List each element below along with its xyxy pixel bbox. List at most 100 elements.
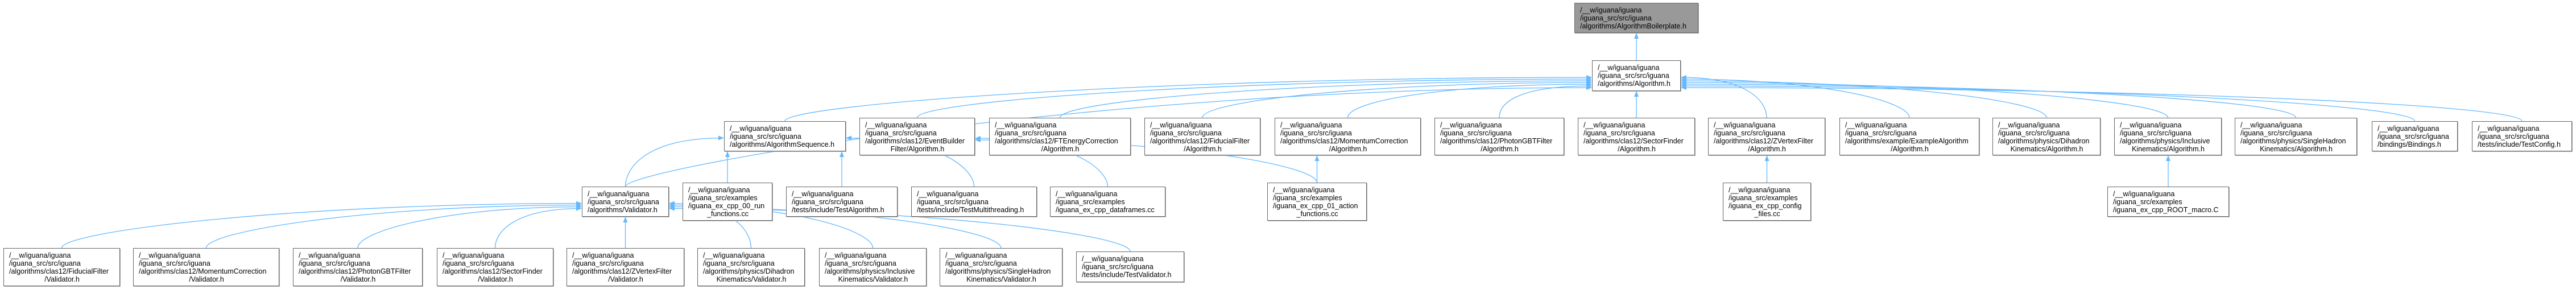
node-label-line: /algorithms/Validator.h — [588, 206, 658, 214]
edge-zvA-to-alg — [1681, 75, 1767, 118]
node-label-line: /tests/include/TestConfig.h — [2478, 141, 2561, 148]
edge-tcfg-to-alg — [1681, 85, 2523, 122]
node-label-line: /__w/iguana/iguana — [2377, 125, 2439, 133]
edge-momV-to-val — [205, 203, 582, 249]
graph-node-incA[interactable]: /__w/iguana/iguana/iguana_src/src/iguana… — [2114, 118, 2222, 155]
graph-node-momV[interactable]: /__w/iguana/iguana/iguana_src/src/iguana… — [133, 248, 279, 286]
node-label-line: /bindings/Bindings.h — [2377, 141, 2441, 148]
node-label-line: /iguana_src/src/iguana — [792, 198, 863, 206]
node-label-line: /iguana_src/src/iguana — [865, 129, 937, 137]
node-label-line: _functions.cc — [707, 210, 749, 218]
node-label-line: /iguana_src/src/iguana — [730, 133, 801, 141]
node-label-line: /iguana_src/src/iguana — [2377, 133, 2449, 141]
node-label-line: /algorithms/clas12/FiducialFilter — [1150, 137, 1250, 145]
node-label-line: /__w/iguana/iguana — [1714, 121, 1776, 129]
node-label-line: /__w/iguana/iguana — [703, 251, 765, 259]
node-label-line: /algorithms/physics/Dihadron — [703, 267, 795, 275]
graph-node-zvA[interactable]: /__w/iguana/iguana/iguana_src/src/iguana… — [1708, 118, 1825, 155]
graph-node-tVal[interactable]: /__w/iguana/iguana/iguana_src/src/iguana… — [1076, 251, 1184, 282]
node-label-line: /iguana_src/src/iguana — [443, 259, 514, 267]
node-label-line: /iguana_src/examples — [1056, 198, 1125, 206]
node-label-line: /__w/iguana/iguana — [1273, 186, 1335, 194]
edge-tVal-to-val — [669, 206, 1131, 252]
graph-node-ftec[interactable]: /__w/iguana/iguana/iguana_src/src/iguana… — [989, 118, 1131, 155]
node-label-line: /__w/iguana/iguana — [2120, 121, 2182, 129]
node-label-line: /algorithms/example/ExampleAlgorithm — [1845, 137, 1969, 145]
edge-fidA-to-alg — [1202, 80, 1592, 118]
node-label-line: /__w/iguana/iguana — [825, 251, 887, 259]
node-label-line: /Validator.h — [608, 275, 643, 283]
edge-shA-to-alg — [1681, 82, 2297, 118]
graph-node-fidA[interactable]: /__w/iguana/iguana/iguana_src/src/iguana… — [1144, 118, 1260, 155]
node-label-line: /iguana_src/src/iguana — [1150, 129, 1222, 137]
node-label-line: /__w/iguana/iguana — [1583, 121, 1645, 129]
edge-phoV-to-val — [357, 204, 582, 249]
node-label-line: /iguana_src/src/iguana — [1082, 263, 1153, 271]
graph-node-tAlg[interactable]: /__w/iguana/iguana/iguana_src/src/iguana… — [786, 187, 898, 217]
graph-node-diA[interactable]: /__w/iguana/iguana/iguana_src/src/iguana… — [1992, 118, 2101, 155]
node-label-line: /iguana_src/src/iguana — [917, 198, 989, 206]
node-label-line: /algorithms/clas12/MomentumCorrection — [139, 267, 267, 275]
node-label-line: /algorithms/clas12/MomentumCorrection — [1280, 137, 1408, 145]
node-label-line: /__w/iguana/iguana — [1082, 255, 1144, 263]
node-label-line: /tests/include/TestMultithreading.h — [917, 206, 1024, 214]
graph-node-dfr[interactable]: /__w/iguana/iguana/iguana_src/examples/i… — [1050, 187, 1165, 217]
node-label-line: /iguana_ex_cpp_config — [1729, 202, 1802, 210]
node-label-line: /Algorithm.h — [1184, 145, 1222, 153]
graph-node-secV[interactable]: /__w/iguana/iguana/iguana_src/src/iguana… — [437, 248, 553, 286]
graph-node-zvV[interactable]: /__w/iguana/iguana/iguana_src/src/iguana… — [567, 248, 684, 286]
node-label-line: /iguana_src/src/iguana — [1998, 129, 2070, 137]
graph-node-tMT[interactable]: /__w/iguana/iguana/iguana_src/src/iguana… — [911, 187, 1037, 217]
edge-fidV-to-val — [61, 201, 582, 249]
graph-node-tcfg[interactable]: /__w/iguana/iguana/iguana_src/src/iguana… — [2472, 121, 2572, 151]
node-label-line: /algorithms/clas12/EventBuilder — [865, 137, 965, 145]
node-label-line: /__w/iguana/iguana — [917, 190, 979, 198]
node-label-line: /tests/include/TestAlgorithm.h — [792, 206, 884, 214]
edge-incA-to-alg — [1681, 80, 2169, 118]
node-label-line: /iguana_src/src/iguana — [1714, 129, 1785, 137]
graph-node-incV[interactable]: /__w/iguana/iguana/iguana_src/src/iguana… — [819, 248, 927, 286]
graph-node-alg[interactable]: /__w/iguana/iguana/iguana_src/src/iguana… — [1592, 60, 1681, 91]
node-label-line: /algorithms/clas12/SectorFinder — [443, 267, 543, 275]
node-label-line: /iguana_src/src/iguana — [572, 259, 644, 267]
node-label-line: /Validator.h — [340, 275, 376, 283]
graph-node-root[interactable]: /__w/iguana/iguana/iguana_src/examples/i… — [2107, 187, 2229, 217]
graph-node-momA[interactable]: /__w/iguana/iguana/iguana_src/src/iguana… — [1275, 118, 1421, 155]
graph-node-shA[interactable]: /__w/iguana/iguana/iguana_src/src/iguana… — [2235, 118, 2357, 155]
node-label-line: Kinematics/Validator.h — [838, 275, 908, 283]
node-label-line: /iguana_src/examples — [688, 194, 758, 202]
graph-node-run00[interactable]: /__w/iguana/iguana/iguana_src/examples/i… — [683, 183, 772, 221]
node-label-line: /algorithms/clas12/FTEnergyCorrection — [995, 137, 1118, 145]
node-label-line: /Algorithm.h — [1748, 145, 1786, 153]
graph-node-cfg[interactable]: /__w/iguana/iguana/iguana_src/examples/i… — [1723, 183, 1811, 221]
graph-node-act01[interactable]: /__w/iguana/iguana/iguana_src/examples/i… — [1267, 183, 1367, 221]
graph-node-shV[interactable]: /__w/iguana/iguana/iguana_src/src/iguana… — [940, 248, 1062, 286]
graph-node-exA[interactable]: /__w/iguana/iguana/iguana_src/src/iguana… — [1839, 118, 1979, 155]
node-label-line: /iguana_src/src/iguana — [2120, 129, 2192, 137]
node-label-line: /__w/iguana/iguana — [2113, 190, 2175, 198]
edge-secV-to-val — [494, 206, 582, 249]
node-label-line: /__w/iguana/iguana — [299, 251, 361, 259]
graph-node-fidV[interactable]: /__w/iguana/iguana/iguana_src/src/iguana… — [3, 248, 120, 286]
node-label-line: /iguana_src/src/iguana — [1845, 129, 1917, 137]
graph-node-seq[interactable]: /__w/iguana/iguana/iguana_src/src/iguana… — [724, 121, 846, 151]
node-label-line: /__w/iguana/iguana — [2478, 125, 2540, 133]
node-label-line: /__w/iguana/iguana — [792, 190, 854, 198]
node-label-line: /Algorithm.h — [1329, 145, 1367, 153]
node-label-line: /iguana_src/src/iguana — [299, 259, 370, 267]
node-label-line: /iguana_ex_cpp_ROOT_macro.C — [2113, 206, 2219, 214]
node-label-line: /__w/iguana/iguana — [1845, 121, 1907, 129]
node-label-line: /algorithms/clas12/PhotonGBTFilter — [299, 267, 411, 275]
edge-diA-to-alg — [1681, 79, 2047, 118]
node-label-line: /__w/iguana/iguana — [588, 190, 650, 198]
edge-phoA-to-alg — [1499, 84, 1592, 118]
graph-node-phoV[interactable]: /__w/iguana/iguana/iguana_src/src/iguana… — [293, 248, 423, 286]
node-label-line: /iguana_src/src/iguana — [139, 259, 210, 267]
graph-node-val[interactable]: /__w/iguana/iguana/iguana_src/src/iguana… — [582, 187, 669, 217]
graph-node-bind[interactable]: /__w/iguana/iguana/iguana_src/src/iguana… — [2372, 121, 2458, 151]
graph-node-secA[interactable]: /__w/iguana/iguana/iguana_src/src/iguana… — [1578, 118, 1695, 155]
graph-node-phoA[interactable]: /__w/iguana/iguana/iguana_src/src/iguana… — [1434, 118, 1564, 155]
edge-exA-to-alg — [1681, 77, 1910, 118]
graph-node-ebf[interactable]: /__w/iguana/iguana/iguana_src/src/iguana… — [859, 118, 975, 155]
graph-node-diV[interactable]: /__w/iguana/iguana/iguana_src/src/iguana… — [697, 248, 805, 286]
